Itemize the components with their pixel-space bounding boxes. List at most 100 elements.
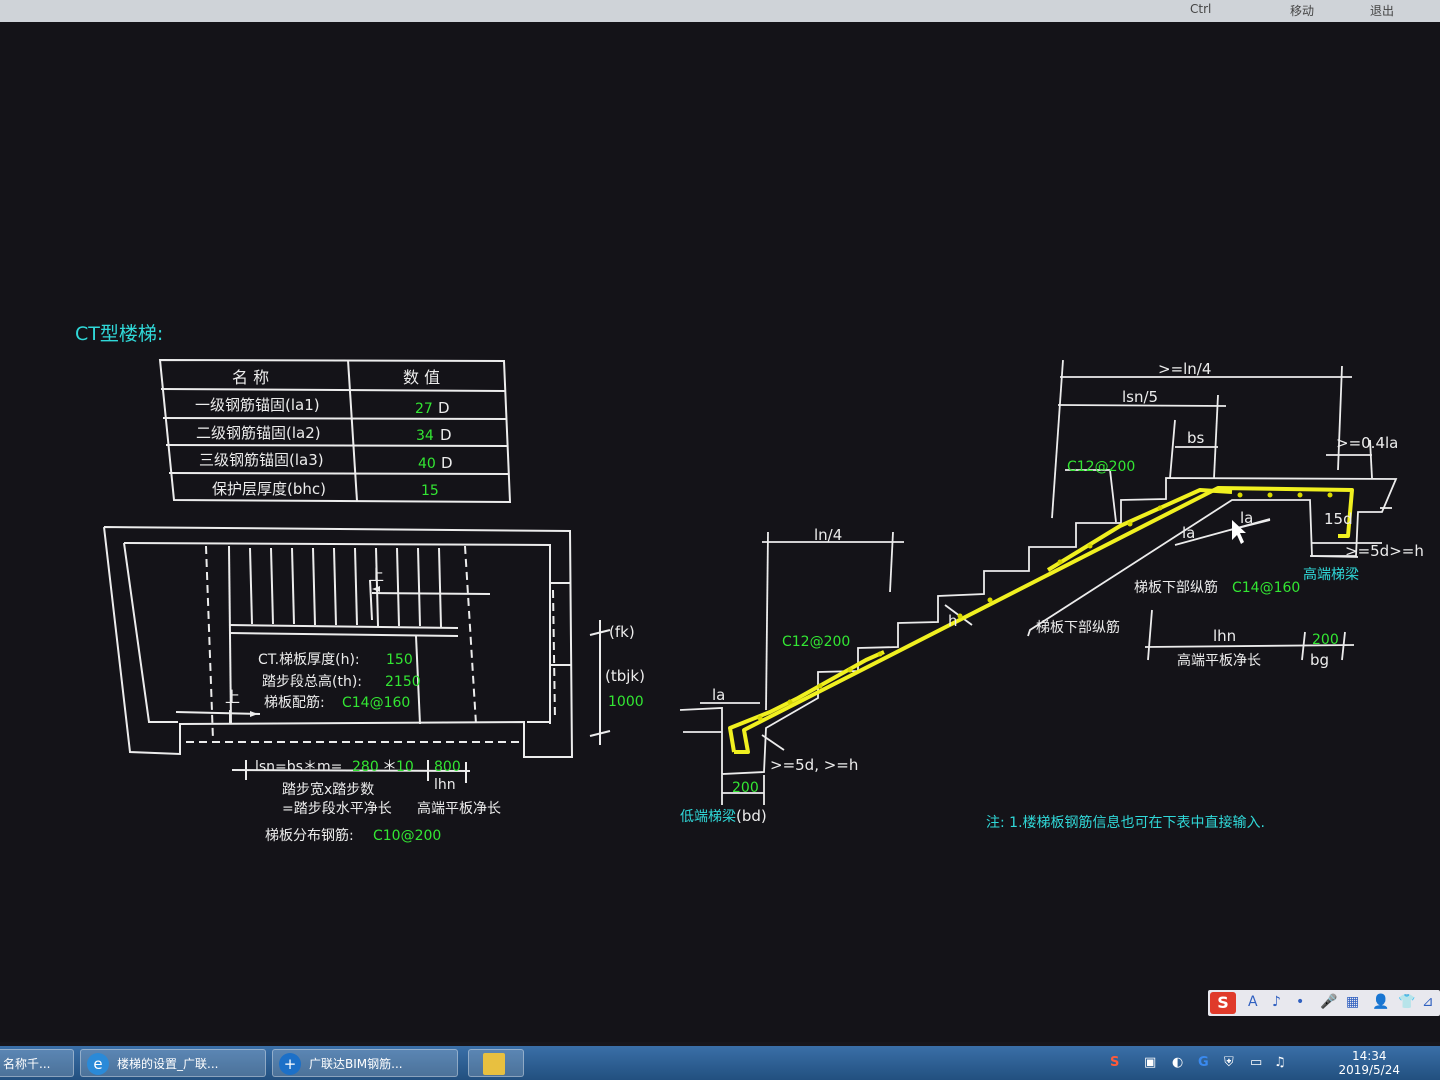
diagram-title: CT型楼梯: [75, 323, 163, 345]
tray-shield-icon[interactable]: ⛨ [1224, 1055, 1234, 1070]
clock-date: 2019/5/24 [1338, 1063, 1400, 1077]
plan-rebar-label: 梯板配筋: [264, 694, 325, 711]
table-row-value-3: 15 [421, 483, 439, 499]
plan-tbjk-label: (tbjk) [605, 667, 645, 685]
plan-lhn-value: 800 [434, 759, 461, 775]
tray-sogou-icon[interactable]: S [1110, 1055, 1120, 1070]
table-row-value-0: 27 [415, 401, 433, 417]
taskbar-clock[interactable]: 14:34 2019/5/24 [1338, 1049, 1400, 1077]
plan-thickness-value: 150 [386, 652, 413, 668]
tray-g-icon[interactable]: G [1198, 1055, 1209, 1070]
table-row-name-0: 一级钢筋锚固(la1) [195, 396, 320, 414]
section-ln4-top: >=ln/4 [1158, 360, 1211, 378]
plan-times-sign: ＊ [382, 757, 397, 775]
sogou-logo-icon[interactable]: S [1210, 992, 1236, 1014]
ime-punct-icon[interactable]: • [1296, 994, 1305, 1010]
folder-icon [483, 1053, 505, 1075]
plan-height-value: 2150 [385, 674, 421, 690]
plan-lsn-label: lsn=bs＊m= [255, 759, 342, 775]
table-row-unit-1: D [440, 426, 452, 444]
windows-taskbar: 名称千... e 楼梯的设置_广联... + 广联达BIM钢筋... S ▣ ◐… [0, 1046, 1440, 1080]
section-bs: bs [1187, 429, 1205, 447]
table-row-value-1: 34 [416, 428, 434, 444]
ie-browser-icon: e [87, 1053, 109, 1075]
plan-thickness-label: CT.梯板厚度(h): [258, 652, 360, 668]
section-la-mid-2: la [1240, 509, 1253, 527]
ime-mic-icon[interactable]: 🎤 [1320, 994, 1338, 1010]
cad-canvas[interactable]: CT型楼梯: 名 称 数 值 一级钢筋锚固(la1) 27 D 二级钢筋锚固(l… [0, 22, 1440, 1042]
section-5d-right: >=5d>=h [1345, 542, 1424, 560]
plan-step-desc-1: 踏步宽x踏步数 [282, 781, 374, 798]
rebar-table [158, 358, 512, 504]
section-bg: bg [1310, 651, 1329, 669]
ime-moon-icon[interactable]: ♪ [1272, 994, 1281, 1010]
section-h-label: h [948, 612, 958, 630]
ime-keyboard-icon[interactable]: ▦ [1346, 994, 1360, 1010]
section-la04: >=0.4la [1336, 434, 1398, 452]
ime-tools-icon[interactable]: ⊿ [1422, 994, 1434, 1010]
table-header-name: 名 称 [232, 368, 269, 387]
ime-skin-icon[interactable]: 👕 [1398, 994, 1416, 1010]
table-row-name-2: 三级钢筋锚固(la3) [199, 451, 324, 469]
ime-mode-icon[interactable]: A [1248, 994, 1258, 1010]
toolbar-item-exit[interactable]: 退出 [1370, 4, 1395, 18]
section-lsn5: lsn/5 [1122, 388, 1158, 406]
plan-bs-value: 280 [352, 759, 379, 775]
top-toolbar-strip: Ctrl 移动 退出 [0, 0, 1440, 22]
plan-step-desc-2: =踏步段水平净长 [282, 801, 392, 817]
table-header-value: 数 值 [403, 368, 440, 387]
ime-toolbar[interactable]: S A ♪ • 🎤 ▦ 👤 👕 ⊿ [1208, 990, 1440, 1016]
stair-diagram: CT型楼梯: 名 称 数 值 一级钢筋锚固(la1) 27 D 二级钢筋锚固(l… [75, 323, 1424, 844]
rebar-dots [757, 492, 1333, 721]
section-5d-left: >=5d, >=h [770, 756, 858, 774]
section-c12-top: C12@200 [1067, 459, 1135, 475]
ime-user-icon[interactable]: 👤 [1372, 994, 1390, 1010]
section-ln4: ln/4 [814, 526, 842, 544]
tray-volume-icon[interactable]: ♫ [1274, 1055, 1286, 1070]
section-lhn: lhn [1213, 627, 1236, 645]
taskbar-item-glodon-label: 广联达BIM钢筋... [309, 1057, 403, 1071]
tray-app-icon[interactable]: ▣ [1144, 1055, 1157, 1070]
section-15d: 15d [1324, 510, 1353, 528]
section-high-beam: 高端梯梁 [1303, 566, 1359, 583]
section-lower-bar-upper: 梯板下部纵筋 [1134, 579, 1218, 596]
section-bd: (bd) [736, 807, 767, 825]
table-row-name-3: 保护层厚度(bhc) [212, 480, 326, 498]
plan-up-label-2: 上 [225, 688, 240, 706]
section-lower-bar-value: C14@160 [1232, 580, 1300, 596]
plan-step-desc-3: 高端平板净长 [417, 800, 501, 817]
plan-lhn-label: lhn [434, 777, 456, 793]
plan-width-value: 1000 [608, 694, 644, 710]
toolbar-item-move[interactable]: 移动 [1290, 4, 1315, 18]
diagram-note: 注: 1.楼梯板钢筋信息也可在下表中直接输入. [986, 814, 1265, 831]
plan-distribution-label: 梯板分布钢筋: [265, 827, 354, 844]
taskbar-item-glodon[interactable]: + 广联达BIM钢筋... [272, 1049, 458, 1077]
section-high-plate: 高端平板净长 [1177, 652, 1261, 669]
toolbar-item-ctrl[interactable]: Ctrl [1190, 2, 1212, 16]
tray-network-icon[interactable]: ▭ [1250, 1055, 1263, 1070]
section-la-left: la [712, 686, 725, 704]
clock-time: 14:34 [1351, 1049, 1387, 1063]
plan-arrow-icon-2 [250, 711, 258, 717]
tray-sync-icon[interactable]: ◐ [1172, 1055, 1184, 1070]
section-c12-mid: C12@200 [782, 634, 850, 650]
taskbar-item-0[interactable]: 名称千... [0, 1049, 74, 1077]
taskbar-item-0-label: 名称千... [3, 1057, 51, 1071]
plan-fk-label: (fk) [609, 623, 635, 641]
taskbar-item-browser[interactable]: e 楼梯的设置_广联... [80, 1049, 266, 1077]
section-bd-value: 200 [732, 780, 759, 796]
section-low-beam: 低端梯梁 [680, 809, 736, 825]
plan-m-value: 10 [396, 759, 414, 775]
table-row-name-1: 二级钢筋锚固(la2) [196, 424, 321, 442]
taskbar-item-folder[interactable] [468, 1049, 524, 1077]
section-la-mid-1: la [1182, 524, 1195, 542]
system-tray: S ▣ ◐ G ⛨ ▭ ♫ 14:34 2019/5/24 [1110, 1046, 1440, 1080]
plan-rebar-value: C14@160 [342, 695, 410, 711]
plan-height-label: 踏步段总高(th): [262, 673, 362, 690]
table-row-unit-0: D [438, 399, 450, 417]
plan-arrow-icon [372, 586, 380, 592]
plan-distribution-value: C10@200 [373, 828, 441, 844]
section-lower-bar-mid: 梯板下部纵筋 [1036, 619, 1120, 636]
stair-plan-view [103, 526, 611, 783]
section-bg-value: 200 [1312, 632, 1339, 648]
